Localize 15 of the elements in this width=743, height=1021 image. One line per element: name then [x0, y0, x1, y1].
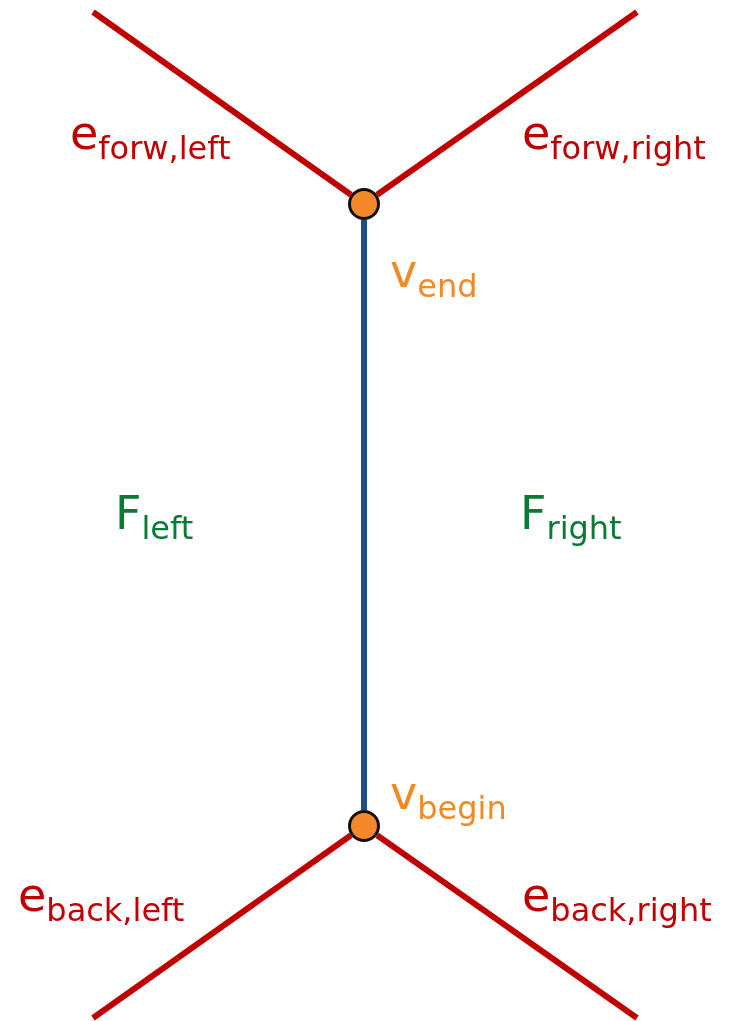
edge-label: e$_{back,left}$: [18, 872, 185, 926]
edge-line: [361, 220, 367, 810]
edge-label: e$_{back,right}$: [522, 872, 712, 926]
vertex-label: v$_{end}$: [390, 248, 478, 302]
edge-label: e$_{forw,right}$: [522, 110, 706, 164]
vertex-label: v$_{begin}$: [390, 770, 507, 824]
edge-line: [375, 9, 639, 198]
face-label: F$_{right}$: [520, 490, 622, 544]
edge-line: [375, 832, 639, 1021]
edge-label: e$_{forw,left}$: [70, 110, 231, 164]
edge-line: [91, 9, 353, 198]
vertex-dot: [348, 810, 380, 842]
face-label: F$_{left}$: [115, 490, 194, 544]
edge-line: [91, 832, 353, 1021]
vertex-dot: [348, 188, 380, 220]
